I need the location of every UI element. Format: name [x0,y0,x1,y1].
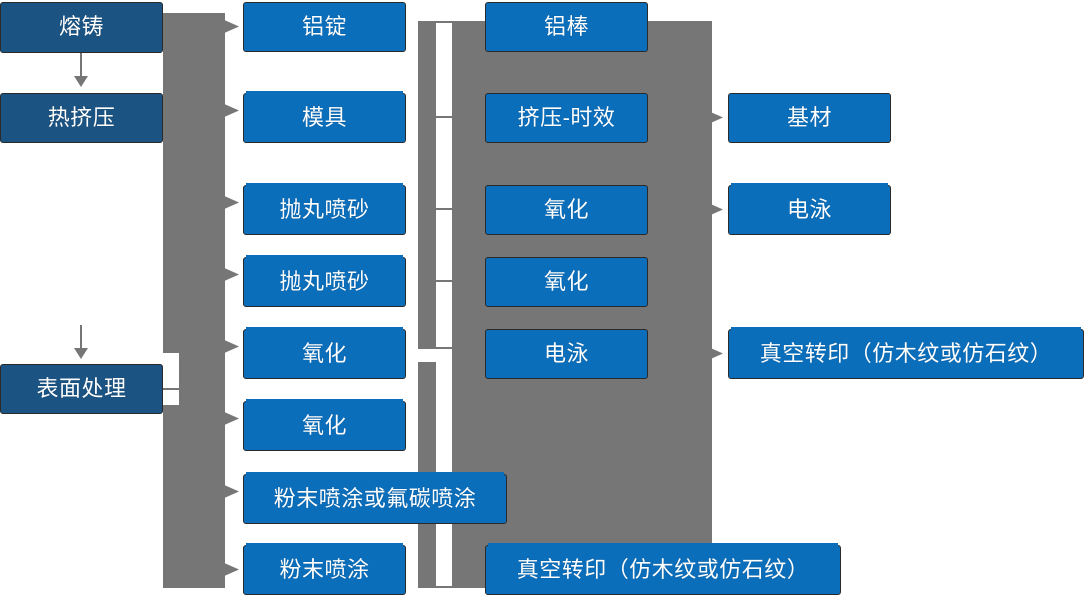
input-label-aluminum-ingot: 铝锭 [301,13,347,39]
connector-stub-meltcast-down [80,53,82,81]
stage-box-hot-extrusion[interactable]: 热挤压 [0,93,163,143]
process-box-aluminum-bar[interactable]: 铝棒 [485,2,648,52]
connector-band-stage-to-input [163,13,225,588]
arrow-down-extrusion-icon [74,348,88,359]
input-label-shot-blasting-2: 抛丸喷砂 [279,268,370,294]
stage-box-melt-cast[interactable]: 熔铸 [0,2,163,53]
stage-label-hot-extrusion: 热挤压 [47,104,116,130]
arrow-right-to-output-1-icon [706,110,723,125]
connector-stub-surface-treatment [163,388,179,390]
input-label-shot-blasting-1: 抛丸喷砂 [279,196,370,222]
process-box-oxidation-2[interactable]: 氧化 [485,257,648,307]
process-label-aluminum-bar: 铝棒 [543,13,589,39]
input-label-powder-coating: 粉末喷涂 [279,556,370,582]
output-label-base-material: 基材 [786,104,832,130]
input-box-shot-blasting-2[interactable]: 抛丸喷砂 [243,255,406,307]
arrow-right-to-input-3-icon [222,195,239,210]
stage-label-surface-treatment: 表面处理 [36,375,127,401]
output-box-vacuum-transfer[interactable]: 真空转印（仿木纹或仿石纹） [728,327,1084,379]
stage-box-surface-treatment[interactable]: 表面处理 [0,364,163,414]
input-box-powder-coating[interactable]: 粉末喷涂 [243,543,406,595]
process-label-extrusion-aging: 挤压-时效 [517,104,616,130]
arrow-down-meltcast-icon [74,76,88,87]
connector-stub-extrusion-down [80,325,82,353]
connector-notch-surface-treatment [163,353,179,405]
input-label-powder-or-pvdf: 粉末喷涂或氟碳喷涂 [273,485,477,511]
input-box-aluminum-ingot[interactable]: 铝锭 [243,2,406,52]
connector-tick-4 [436,280,452,282]
input-box-powder-or-pvdf[interactable]: 粉末喷涂或氟碳喷涂 [243,472,507,524]
process-box-electrophoresis[interactable]: 电泳 [485,329,648,379]
arrow-right-to-output-2-icon [706,202,723,217]
arrow-right-to-input-5-icon [222,339,239,354]
output-label-vacuum-transfer: 真空转印（仿木纹或仿石纹） [759,340,1053,366]
input-label-mold: 模具 [301,104,347,130]
connector-tick-1 [436,21,452,23]
arrow-right-to-input-4-icon [222,267,239,282]
arrow-right-to-input-2-icon [222,103,239,118]
process-label-oxidation-1: 氧化 [543,196,589,222]
input-box-oxidation-2[interactable]: 氧化 [243,399,406,451]
arrow-right-to-input-8-icon [222,562,239,577]
process-label-oxidation-2: 氧化 [543,268,589,294]
connector-tick-2 [436,116,452,118]
arrow-right-to-output-3-icon [706,346,723,361]
arrow-right-to-input-6-icon [222,411,239,426]
connector-tick-6 [436,586,452,588]
arrow-right-to-input-1-icon [222,19,239,34]
output-box-base-material[interactable]: 基材 [728,93,891,143]
output-label-electrophoresis: 电泳 [786,196,832,222]
input-label-oxidation-2: 氧化 [301,412,347,438]
arrow-right-to-input-7-icon [222,484,239,499]
output-box-electrophoresis[interactable]: 电泳 [728,183,891,235]
process-box-oxidation-1[interactable]: 氧化 [485,185,648,235]
process-label-vacuum-transfer: 真空转印（仿木纹或仿石纹） [516,556,810,582]
process-box-extrusion-aging[interactable]: 挤压-时效 [485,93,648,143]
input-box-mold[interactable]: 模具 [243,91,406,143]
connector-tick-3 [436,208,452,210]
input-label-oxidation-1: 氧化 [301,340,347,366]
process-box-vacuum-transfer[interactable]: 真空转印（仿木纹或仿石纹） [485,543,841,595]
input-box-oxidation-1[interactable]: 氧化 [243,327,406,379]
process-label-electrophoresis: 电泳 [543,340,589,366]
stage-label-melt-cast: 熔铸 [58,14,104,40]
connector-rail-input-left [418,21,436,349]
input-box-shot-blasting-1[interactable]: 抛丸喷砂 [243,183,406,235]
connector-tick-5 [436,347,452,349]
